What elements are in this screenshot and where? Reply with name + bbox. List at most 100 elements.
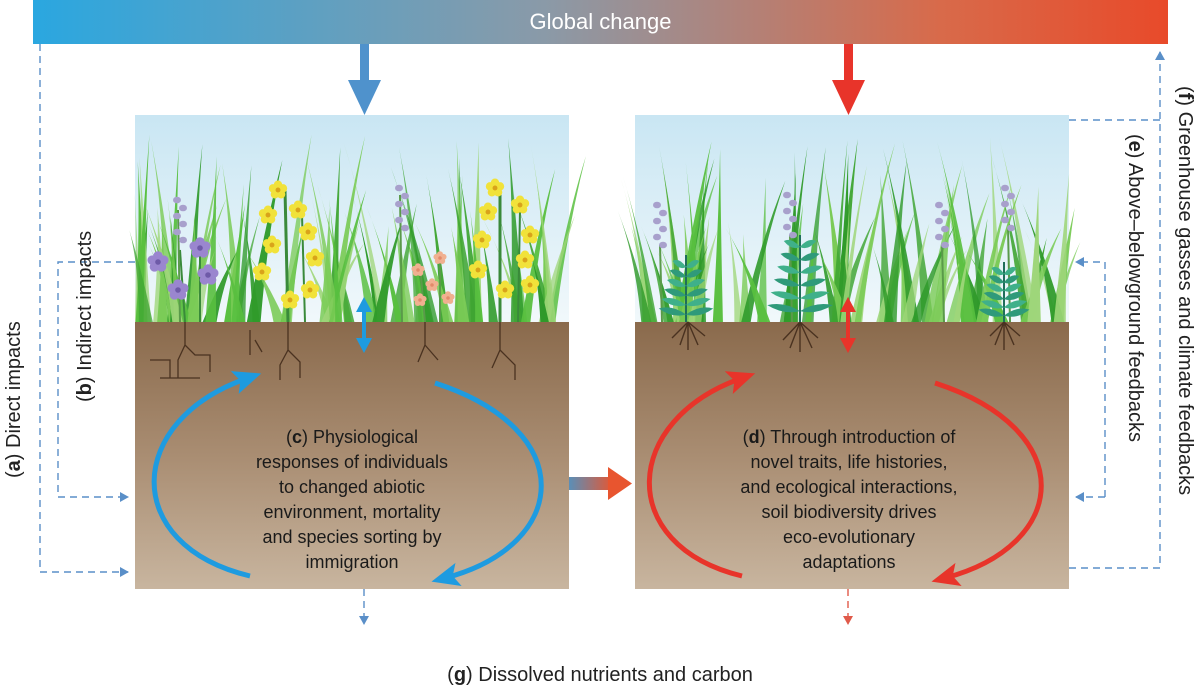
lavender-bud — [659, 225, 667, 233]
flower-petal — [510, 199, 520, 208]
grass-blade — [840, 165, 867, 322]
label-above-belowground: (e) Above–belowground feedbacks — [1124, 134, 1146, 443]
grass-blade — [343, 142, 387, 322]
grass-blade — [617, 211, 652, 322]
grass-blade — [989, 137, 1003, 322]
right-panel-line-5: adaptations — [802, 552, 896, 572]
left-cycle-arrows — [151, 371, 544, 587]
flower-petal — [472, 234, 482, 243]
lavender-bud — [941, 209, 949, 217]
grass-blade — [529, 251, 549, 322]
lavender-bud — [935, 233, 943, 241]
lavender-bud — [173, 228, 181, 236]
lavender-bud — [783, 207, 791, 215]
flower-center — [175, 287, 181, 293]
lavender-bud — [653, 217, 661, 225]
global-change-arrow-left — [348, 44, 381, 115]
lavender-bud — [179, 204, 187, 212]
grass-blade — [303, 148, 341, 322]
label-direct-impacts: (a) Direct impacts — [3, 321, 25, 478]
fern-leaf — [800, 304, 833, 313]
grass-blade — [426, 175, 450, 322]
left-panel-line-0: (c) Physiological — [285, 427, 419, 447]
fern-leaf — [770, 291, 800, 300]
flower-petal — [485, 182, 495, 191]
flower-petal — [167, 283, 178, 293]
flower-center — [275, 187, 281, 193]
flower-petal — [197, 268, 208, 278]
lavender-bud — [783, 223, 791, 231]
fern-leaf — [800, 278, 827, 287]
fern-leaf — [991, 266, 1004, 276]
fern-leaf — [1004, 291, 1025, 301]
grass-blade — [511, 190, 554, 322]
grass-blade — [157, 221, 168, 322]
fern-leaf — [686, 259, 700, 269]
grass-blade — [366, 205, 403, 322]
flower-center — [259, 269, 265, 275]
flower-center — [312, 255, 318, 261]
flower-center — [155, 259, 161, 265]
label-indirect-impacts: (b) Indirect impacts — [74, 230, 96, 402]
panel-transition-arrow — [569, 467, 632, 500]
flower-petal — [258, 209, 268, 218]
lavender-bud — [1007, 208, 1015, 216]
flower-center — [305, 229, 311, 235]
grass-blade — [884, 160, 907, 322]
left-panel-line-3: environment, mortality — [263, 502, 441, 522]
lavender-bud — [789, 215, 797, 223]
lavender-bud — [935, 201, 943, 209]
flower-center — [197, 245, 203, 251]
grass-blade — [659, 147, 686, 322]
lavender-bud — [941, 225, 949, 233]
lavender-bud — [789, 231, 797, 239]
right-panel-soil — [635, 322, 1069, 589]
grass-blade — [725, 227, 771, 322]
fern-leaf — [669, 269, 686, 278]
flower-petal — [288, 204, 298, 213]
lavender-bud — [179, 220, 187, 228]
grass-blade — [213, 232, 246, 322]
lavender-bud — [1001, 184, 1009, 192]
fern-leaf — [686, 307, 714, 316]
grass-blade — [451, 226, 470, 322]
flower-petal — [262, 239, 272, 248]
grass-blade — [712, 149, 723, 322]
flower-center — [527, 282, 533, 288]
left-panel-line-5: immigration — [305, 552, 399, 572]
label-e-letter: e — [1124, 140, 1146, 152]
left-panel-line-0-text: Physiological — [312, 427, 419, 447]
grass-blade — [953, 231, 974, 322]
fern-leaf — [664, 288, 686, 297]
fern-leaf — [773, 278, 800, 287]
right-cycle-arrows — [646, 371, 1044, 587]
label-a-letter: a — [3, 460, 25, 472]
label-g-text: Dissolved nutrients and carbon — [478, 664, 753, 686]
fern-leaf — [777, 265, 800, 274]
label-f-letter: f — [1174, 92, 1196, 100]
lavender-bud — [1001, 216, 1009, 224]
lavender-bud — [653, 233, 661, 241]
lavender-bud — [173, 196, 181, 204]
flower-petal — [298, 226, 308, 235]
global-change-banner: Global change — [33, 0, 1168, 44]
flower-center — [527, 232, 533, 238]
label-f-text: Greenhouse gasses and climate feedbacks — [1174, 111, 1196, 496]
flower-center — [517, 202, 523, 208]
lavender-bud — [653, 201, 661, 209]
flower-center — [502, 287, 508, 293]
grass-blade — [480, 230, 499, 322]
dashed-connectors — [39, 44, 1165, 625]
lavender-bud — [179, 236, 187, 244]
fern-leaf — [661, 297, 686, 307]
lavender-bud — [395, 216, 403, 224]
flower-petal — [252, 266, 262, 275]
right-soil-exchange-arrow — [840, 297, 856, 353]
grass-blade — [961, 159, 989, 322]
flower-center — [295, 207, 301, 213]
flower-center — [446, 296, 450, 300]
grass-blade — [329, 135, 366, 322]
lavender-bud — [401, 192, 409, 200]
lavender-bud — [659, 209, 667, 217]
